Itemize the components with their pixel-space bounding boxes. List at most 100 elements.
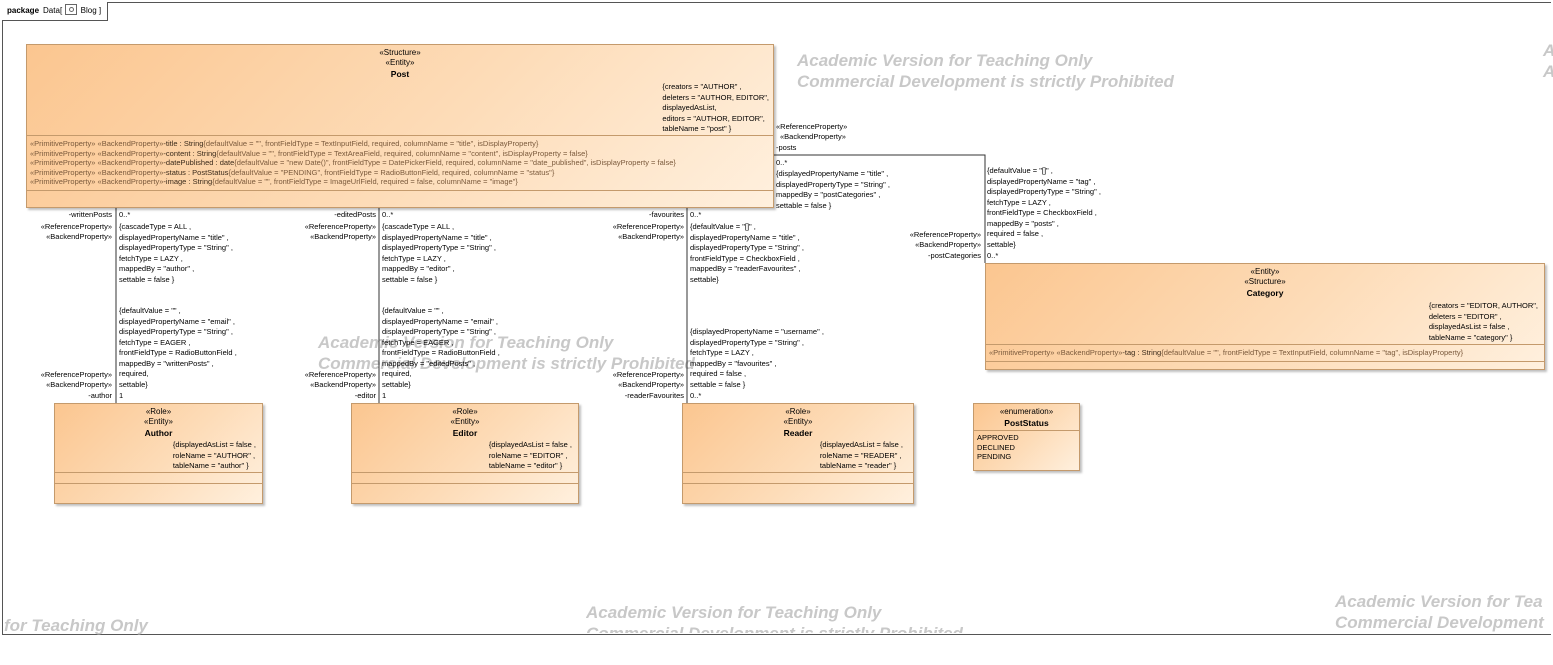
attribute-props: {defaultValue = "", frontFieldType = Ima… [212,177,518,187]
enum-literal[interactable]: APPROVED [977,433,1019,442]
tagged-value: mappedBy = "posts" , [987,218,1059,228]
role-name[interactable]: -editor [354,391,376,400]
package-name: Blog [80,6,97,15]
tagged-value: displayedPropertyType = "String" , [119,327,233,336]
role-tagged-values: {defaultValue = "[]" , displayedProperty… [690,222,804,285]
tagged-values: {displayedAsList = false , roleName = "E… [489,440,572,472]
tagged-value: fetchType = LAZY , [690,348,754,357]
stereotype: «Role» [452,407,478,416]
stereotype: «ReferenceProperty» [909,230,981,239]
tagged-value: roleName = "READER" , [819,450,902,460]
role-stereotypes: «ReferenceProperty»«BackendProperty» [910,230,981,250]
tagged-value: displayedPropertyType = "String" , [690,243,804,252]
tagged-value: fetchType = EAGER , [119,337,191,347]
enum-literal[interactable]: DECLINED [977,442,1015,452]
class-category[interactable]: «Entity» «Structure» Category {creators … [985,263,1545,370]
package-bracket-close: ] [98,6,102,15]
tagged-value: roleName = "AUTHOR" , [172,450,256,460]
attribute-props: {defaultValue = "", frontFieldType = Tex… [1161,348,1464,357]
class-name: Reader [783,428,813,438]
attribute-stereotype: «PrimitiveProperty» «BackendProperty» [30,167,164,177]
tagged-value: settable = false } [690,379,746,389]
role-name[interactable]: -editedPosts [334,210,376,219]
tagged-value: mappedBy = "favourites" , [690,358,777,368]
attribute-compartment [55,473,262,484]
tagged-value: settable = false } [119,274,175,284]
role-name[interactable]: -writtenPosts [68,210,112,219]
role-name[interactable]: -favourites [648,210,684,219]
stereotype: «Role» [785,407,811,416]
tagged-value: mappedBy = "writtenPosts" , [119,358,214,368]
role-name[interactable]: -author [88,391,112,400]
enum-literal[interactable]: PENDING [977,452,1012,462]
tagged-value: frontFieldType = CheckboxField , [987,208,1097,217]
tagged-value: settable = false } [382,274,438,284]
attribute-props: {defaultValue = "PENDING", frontFieldTyp… [228,167,555,177]
package-keyword: package [7,6,40,15]
multiplicity: 0..* [776,158,788,167]
stereotype: «Entity» [450,417,480,426]
class-header: «Role» «Entity» Editor {displayedAsList … [352,404,578,473]
tagged-values: {displayedAsList = false , roleName = "R… [820,440,903,472]
attribute-title[interactable]: «PrimitiveProperty» «BackendProperty»-ti… [30,139,770,149]
multiplicity: 1 [119,391,124,400]
class-editor[interactable]: «Role» «Entity» Editor {displayedAsList … [351,403,579,504]
tagged-value: fetchType = LAZY , [987,197,1051,207]
attribute-datepublished[interactable]: «PrimitiveProperty» «BackendProperty»-da… [30,158,770,168]
tagged-value: {cascadeType = ALL , [119,222,192,231]
class-name: Editor [452,428,478,438]
tagged-value: mappedBy = "editor" , [382,264,455,273]
tagged-value: required = false , [690,369,747,378]
stereotype: «ReferenceProperty» [40,370,112,379]
tagged-values: {displayedAsList = false , roleName = "A… [173,440,256,472]
tagged-value: displayedPropertyType = "String" , [776,179,890,189]
tagged-value: tableName = "editor" } [488,461,563,470]
association-line-category[interactable] [774,154,986,263]
attribute-props: {defaultValue = "", frontFieldType = Tex… [216,148,588,158]
tagged-value: tableName = "post" } [662,124,732,133]
role-stereotypes: «ReferenceProperty»«BackendProperty» [305,222,376,242]
tagged-value: {displayedAsList = false , [172,440,256,449]
tagged-value: displayedPropertyType = "String" , [690,337,804,347]
tagged-value: mappedBy = "postCategories" , [776,190,881,199]
tagged-value: tableName = "reader" } [819,461,897,470]
attribute-stereotype: «PrimitiveProperty» «BackendProperty» [30,177,164,187]
attribute-image[interactable]: «PrimitiveProperty» «BackendProperty»-im… [30,177,770,187]
tagged-value: mappedBy = "author" , [119,264,195,273]
attribute-content[interactable]: «PrimitiveProperty» «BackendProperty»-co… [30,149,770,159]
tagged-value: {defaultValue = "" , [382,306,444,315]
attribute-stereotype: «PrimitiveProperty» «BackendProperty» [30,139,164,148]
tagged-value: frontFieldType = RadioButtonField , [382,348,500,357]
attribute-tag[interactable]: «PrimitiveProperty» «BackendProperty»-ta… [989,348,1541,358]
stereotype: «BackendProperty» [915,240,981,250]
class-author[interactable]: «Role» «Entity» Author {displayedAsList … [54,403,263,504]
class-header: «enumeration» PostStatus [974,404,1079,431]
class-name: Post [390,69,410,79]
enum-poststatus[interactable]: «enumeration» PostStatus APPROVED DECLIN… [973,403,1080,471]
role-tagged-values: {cascadeType = ALL , displayedPropertyNa… [382,222,496,285]
tagged-value: tableName = "category" } [1428,332,1513,342]
role-name[interactable]: -postCategories [928,251,981,260]
package-bracket-open: [ [59,6,63,15]
role-name[interactable]: -readerFavourites [624,391,684,400]
attribute-status[interactable]: «PrimitiveProperty» «BackendProperty»-st… [30,168,770,178]
literal-compartment: APPROVED DECLINED PENDING [974,431,1079,462]
tagged-value: frontFieldType = CheckboxField , [690,253,800,263]
attribute-stereotype: «PrimitiveProperty» «BackendProperty» [989,348,1123,357]
tagged-value: displayedPropertyType = "String" , [382,243,496,252]
role-stereotypes: «ReferenceProperty»«BackendProperty» [41,222,112,242]
class-post[interactable]: «Structure» «Entity» Post {creators = "A… [26,44,774,208]
tagged-value: {displayedAsList = false , [819,440,903,449]
class-reader[interactable]: «Role» «Entity» Reader {displayedAsList … [682,403,914,504]
tagged-value: deleters = "AUTHOR, EDITOR", [662,92,769,102]
class-header: «Role» «Entity» Author {displayedAsList … [55,404,262,473]
attribute-compartment [683,473,913,484]
tagged-value: displayedAsList = false , [1428,322,1510,331]
class-header: «Role» «Entity» Reader {displayedAsList … [683,404,913,473]
tagged-value: {defaultValue = "[]" , [987,166,1053,175]
role-name[interactable]: -posts [776,143,797,152]
attribute-compartment: «PrimitiveProperty» «BackendProperty»-ti… [27,136,773,191]
role-tagged-values: {displayedPropertyName = "username" , di… [690,327,824,390]
